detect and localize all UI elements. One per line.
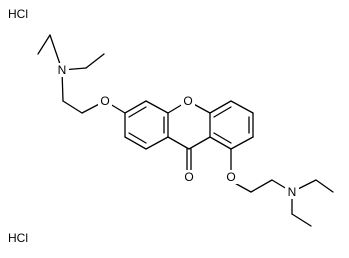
bond <box>291 213 312 227</box>
bond <box>37 34 51 55</box>
bond <box>85 53 105 69</box>
bond <box>124 136 147 150</box>
carbonyl-oxygen-label: O <box>184 170 193 184</box>
ring-oxygen-label: O <box>183 94 192 108</box>
bond <box>230 136 254 150</box>
bonds <box>37 34 334 227</box>
bond <box>315 179 334 193</box>
bond <box>213 132 232 144</box>
right-ether-oxygen-label: O <box>226 170 235 184</box>
left-ether-oxygen-label: O <box>100 94 109 108</box>
bond <box>250 179 273 193</box>
bond <box>145 100 169 114</box>
bond <box>145 136 169 150</box>
bond <box>213 106 232 118</box>
bond <box>62 100 83 114</box>
bond <box>209 100 232 114</box>
bond <box>128 106 147 118</box>
bond <box>167 136 190 150</box>
atom-labels: O O O O N N <box>55 63 299 199</box>
bond <box>124 100 147 114</box>
hcl-salt-top: HCl <box>8 7 28 21</box>
hcl-salt-bottom: HCl <box>8 231 28 245</box>
bond <box>230 100 254 114</box>
bond <box>188 136 211 150</box>
left-amine-nitrogen-label: N <box>58 63 67 77</box>
right-amine-nitrogen-label: N <box>288 185 297 199</box>
bond <box>128 132 147 144</box>
bond <box>209 136 232 150</box>
